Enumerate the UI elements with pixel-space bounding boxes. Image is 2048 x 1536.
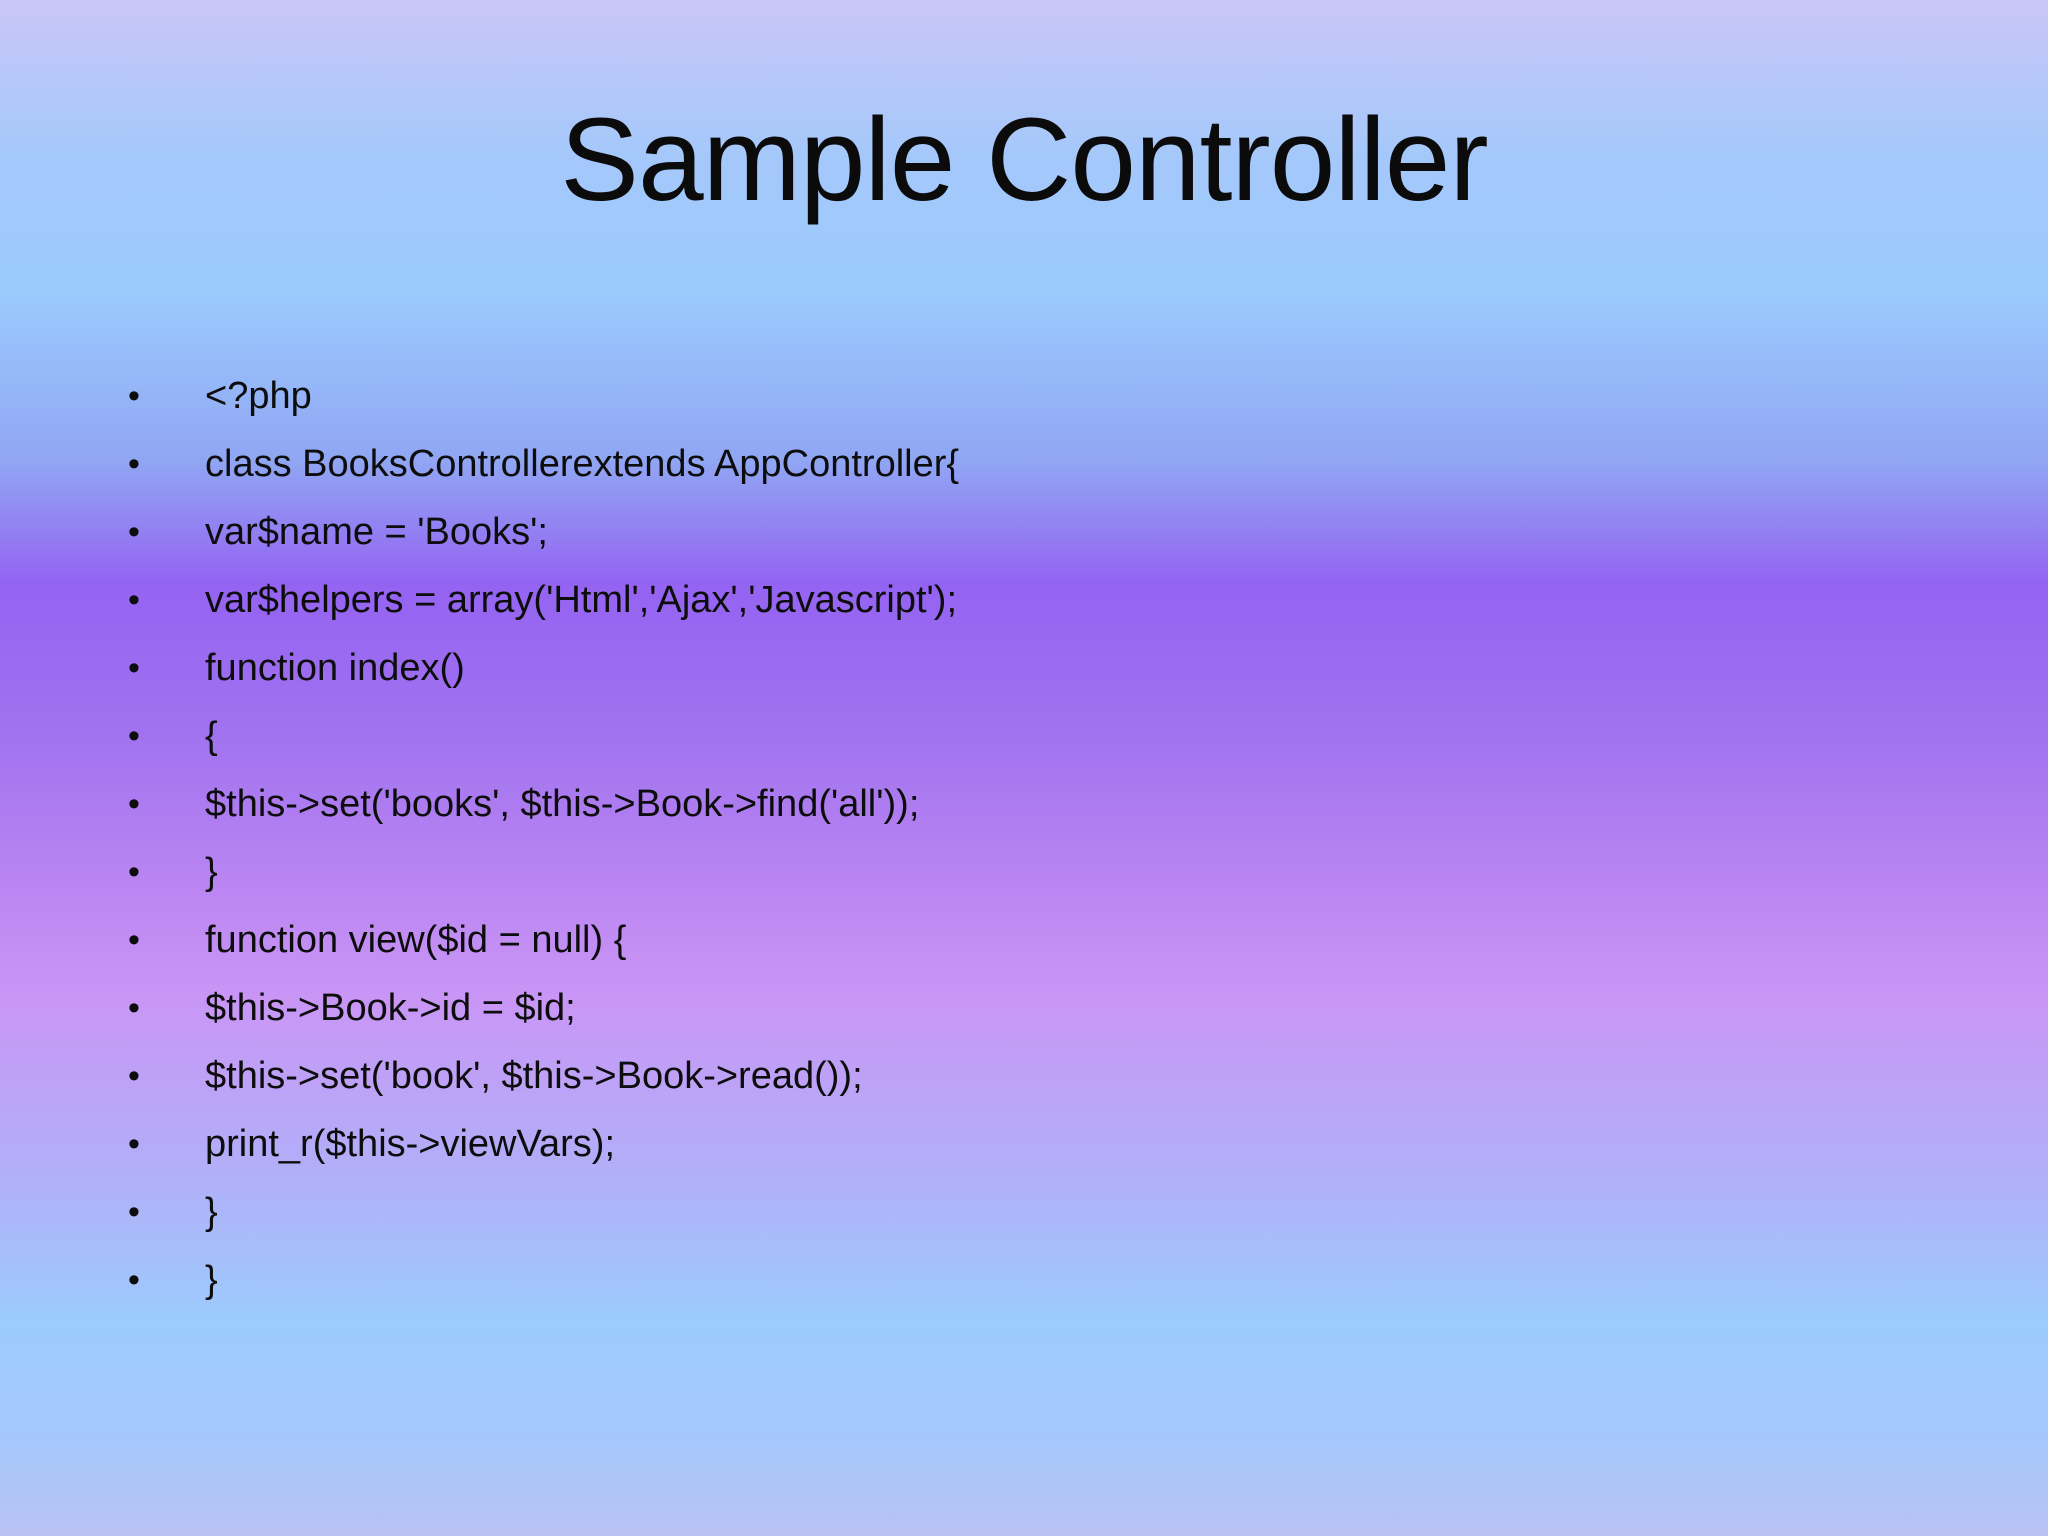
code-line-text: } [205,851,218,893]
code-line-text: function index() [205,647,465,689]
code-line: •} [0,1178,2048,1246]
code-line-text: { [205,715,218,757]
code-line: • function index() [0,634,2048,702]
code-line-text: } [205,1191,218,1233]
code-line: •} [0,1246,2048,1314]
bullet-icon: • [128,1057,140,1095]
code-line-text: <?php [205,375,312,417]
bullet-icon: • [128,1261,140,1299]
code-line: • var$name = 'Books'; [0,498,2048,566]
bullet-icon: • [128,1193,140,1231]
code-line: •} [0,838,2048,906]
code-line: • print_r($this->viewVars); [0,1110,2048,1178]
bullet-icon: • [128,513,140,551]
code-line: • $this->set('books', $this->Book->find('… [0,770,2048,838]
code-line-text: $this->set('book', $this->Book->read()); [205,1055,863,1097]
bullet-icon: • [128,853,140,891]
bullet-icon: • [128,921,140,959]
bullet-icon: • [128,1125,140,1163]
code-line: • var$helpers = array('Html','Ajax','Java… [0,566,2048,634]
code-line-text: var$name = 'Books'; [205,511,548,553]
code-line: • $this->Book->id = $id; [0,974,2048,1042]
bullet-icon: • [128,785,140,823]
code-line-text: $this->Book->id = $id; [205,987,576,1029]
code-line: • <?php [0,362,2048,430]
bullet-icon: • [128,649,140,687]
bullet-icon: • [128,377,140,415]
code-line-text: } [205,1259,218,1301]
code-line-text: function view($id = null) { [205,919,627,961]
code-line-text: class BooksControllerextends AppControll… [205,443,960,485]
code-line: •{ [0,702,2048,770]
bullet-icon: • [128,717,140,755]
bullet-icon: • [128,989,140,1027]
code-line: • function view($id = null) { [0,906,2048,974]
code-bullet-list: • <?php • class BooksControllerextends App… [0,362,2048,1314]
code-line: • class BooksControllerextends AppControl… [0,430,2048,498]
bullet-icon: • [128,581,140,619]
slide-title: Sample Controller [560,94,1488,226]
code-line: • $this->set('book', $this->Book->read())… [0,1042,2048,1110]
code-line-text: var$helpers = array('Html','Ajax','Javas… [205,579,958,621]
code-line-text: print_r($this->viewVars); [205,1123,616,1165]
bullet-icon: • [128,445,140,483]
code-line-text: $this->set('books', $this->Book->find('a… [205,783,920,825]
